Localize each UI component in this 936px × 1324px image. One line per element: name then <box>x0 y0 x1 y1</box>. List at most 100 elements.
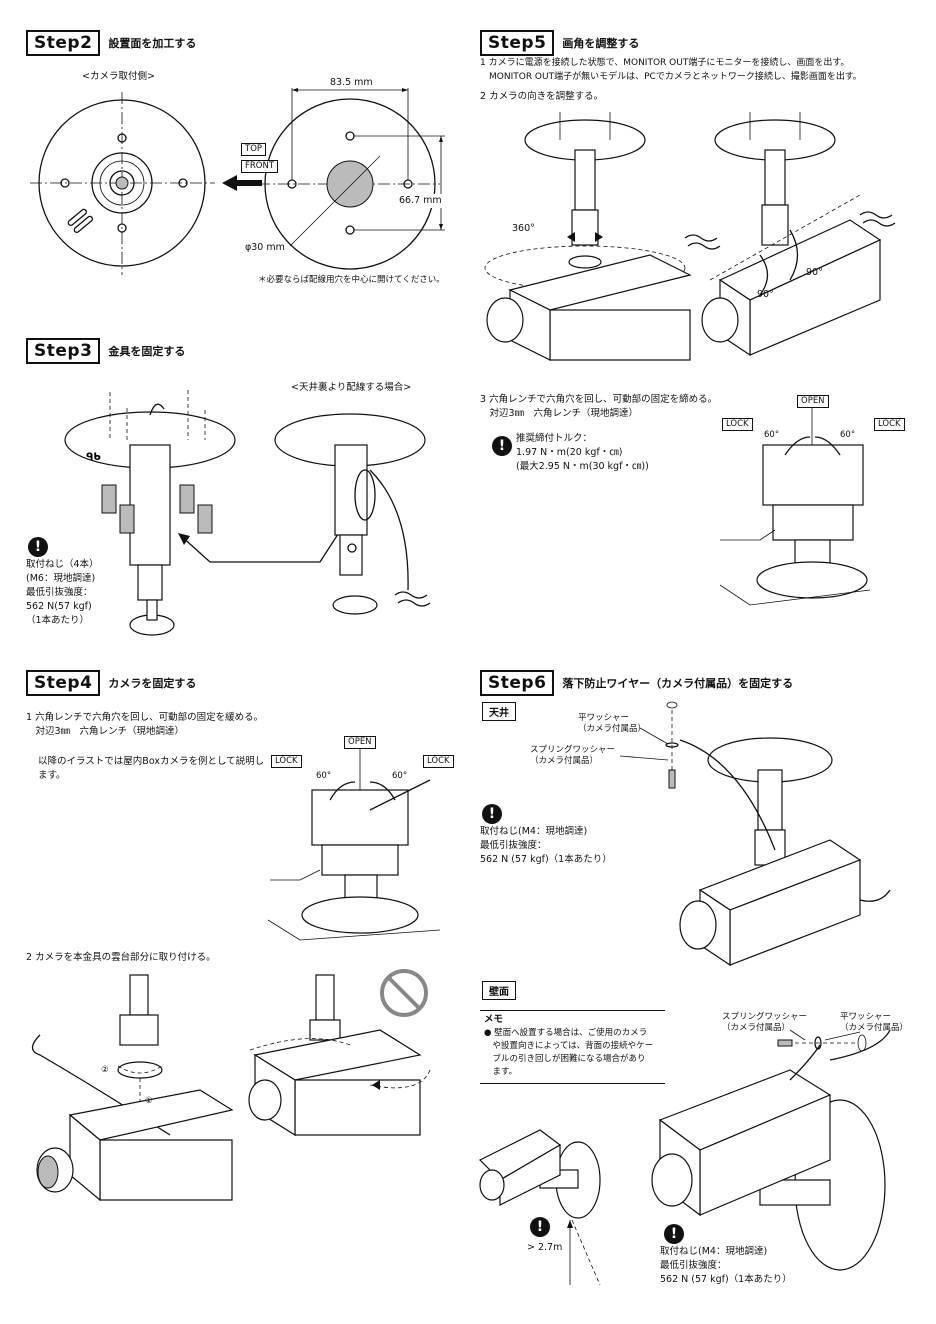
memo-line: ます。 <box>484 1067 518 1077</box>
dim-width: 83.5 mm <box>330 77 373 88</box>
wall-subhead: 壁面 <box>482 981 516 1000</box>
step5-item1: 1 カメラに電源を接続した状態で、MONITOR OUT端子にモニターを接続し、… <box>480 56 862 84</box>
ceiling-case-label: <天井裏より配線する場合> <box>291 382 412 393</box>
height-warning-icon: ! <box>530 1217 550 1237</box>
warning-line: 562 N (57 kgf)（1本あたり） <box>660 1274 792 1285</box>
front-label: FRONT <box>241 160 279 173</box>
instruction-line: 1 六角レンチで六角穴を回し、可動部の固定を緩める。 <box>26 712 264 723</box>
wall-warning-icon: ! <box>664 1224 684 1244</box>
warning-icon: ! <box>28 537 48 557</box>
mark-2: ② <box>101 1065 109 1075</box>
step3-warning: 取付ねじ（4本） (M6：現地調達) 最低引抜強度： 562 N(57 kgf)… <box>26 558 99 628</box>
memo-line: ● 壁面へ設置する場合は、ご使用のカメラ <box>484 1028 648 1038</box>
angle-90a: 90° <box>806 267 823 278</box>
step3-badge: Step3 <box>26 338 101 364</box>
flat-washer-label: 平ワッシャー （カメラ付属品） <box>578 713 646 735</box>
warning-line: 最低引抜強度： <box>26 587 93 598</box>
note-line: ます。 <box>38 770 66 781</box>
memo-box: メモ ● 壁面へ設置する場合は、ご使用のカメラ や設置向きによっては、背面の接続… <box>480 1010 665 1084</box>
label-line: 平ワッシャー <box>840 1012 892 1022</box>
memo-line: や設置向きによっては、背面の接続やケー <box>484 1041 654 1051</box>
step4-angle-right: 60° <box>392 771 408 781</box>
mark-1: ① <box>145 1096 153 1106</box>
step5-lock-right: LOCK <box>874 418 905 431</box>
step2-badge: Step2 <box>26 30 101 56</box>
label-line: スプリングワッシャー <box>530 745 616 755</box>
step5-header: Step5 画角を調整する <box>480 30 639 56</box>
ceiling-warning-icon: ! <box>482 804 502 824</box>
instruction-line: 対辺3㎜ 六角レンチ（現地調達） <box>26 726 185 737</box>
note-line: 以降のイラストでは屋内Boxカメラを例として説明し <box>38 756 265 767</box>
step4-lock-left: LOCK <box>271 755 302 768</box>
step5-item2: 2 カメラの向きを調整する。 <box>480 91 604 102</box>
torque-line: 推奨締付トルク： <box>516 433 593 444</box>
instruction-line: 対辺3㎜ 六角レンチ（現地調達） <box>480 408 639 419</box>
warning-line: （1本あたり） <box>26 615 90 626</box>
top-label: TOP <box>241 143 267 156</box>
step6-header: Step6 落下防止ワイヤー（カメラ付属品）を固定する <box>480 670 793 696</box>
step2-title: 設置面を加工する <box>108 37 197 50</box>
warning-line: 最低引抜強度： <box>480 840 547 851</box>
step2-note: ＊必要ならば配線用穴を中心に開けてください。 <box>258 275 445 285</box>
wall-flat-washer-label: 平ワッシャー （カメラ付属品） <box>840 1012 908 1034</box>
step6-title: 落下防止ワイヤー（カメラ付属品）を固定する <box>562 677 794 690</box>
torque-spec: 推奨締付トルク： 1.97 N・m(20 kgf・㎝) (最大2.95 N・m(… <box>516 432 649 474</box>
instruction-line: 3 六角レンチで六角穴を回し、可動部の固定を締める。 <box>480 394 718 405</box>
step4-item2: 2 カメラを本金具の雲台部分に取り付ける。 <box>26 952 216 963</box>
dim-hole: φ30 mm <box>245 242 285 253</box>
step4-item1: 1 六角レンチで六角穴を回し、可動部の固定を緩める。 対辺3㎜ 六角レンチ（現地… <box>26 711 263 739</box>
instruction-line: MONITOR OUT端子が無いモデルは、PCでカメラとネットワーク接続し、撮影… <box>480 72 862 82</box>
wall-spring-washer-label: スプリングワッシャー （カメラ付属品） <box>722 1012 807 1034</box>
instruction-line: 1 カメラに電源を接続した状態で、MONITOR OUT端子にモニターを接続し、… <box>480 58 850 68</box>
step4-header: Step4 カメラを固定する <box>26 670 196 696</box>
step6-badge: Step6 <box>480 670 555 696</box>
warning-line: 562 N(57 kgf) <box>26 601 92 612</box>
step4-title: カメラを固定する <box>108 677 197 690</box>
label-line: （カメラ付属品） <box>578 724 647 734</box>
warning-line: 取付ねじ(M4：現地調達) <box>660 1246 768 1257</box>
warning-line: 562 N (57 kgf)（1本あたり） <box>480 854 612 865</box>
step5-lock-left: LOCK <box>722 418 753 431</box>
memo-text: ● 壁面へ設置する場合は、ご使用のカメラ や設置向きによっては、背面の接続やケー… <box>484 1027 653 1079</box>
step3-header: Step3 金具を固定する <box>26 338 185 364</box>
warning-line: (M6：現地調達) <box>26 573 96 584</box>
step5-title: 画角を調整する <box>562 37 640 50</box>
step4-badge: Step4 <box>26 670 101 696</box>
torque-line: 1.97 N・m(20 kgf・㎝) <box>516 447 623 458</box>
step5-badge: Step5 <box>480 30 555 56</box>
step5-item3: 3 六角レンチで六角穴を回し、可動部の固定を締める。 対辺3㎜ 六角レンチ（現地… <box>480 393 717 421</box>
step4-angle-left: 60° <box>316 771 332 781</box>
step5-open-label: OPEN <box>797 395 829 408</box>
warning-line: 取付ねじ(M4：現地調達) <box>480 826 588 837</box>
ceiling-warning: 取付ねじ(M4：現地調達) 最低引抜強度： 562 N (57 kgf)（1本あ… <box>480 825 612 867</box>
step5-angle-left: 60° <box>764 430 780 440</box>
step4-item1-note: 以降のイラストでは屋内Boxカメラを例として説明し ます。 <box>38 755 264 783</box>
spring-washer-label: スプリングワッシャー （カメラ付属品） <box>530 745 615 767</box>
angle-90b: 90° <box>757 289 774 300</box>
ceiling-subhead: 天井 <box>482 702 516 721</box>
memo-line: ブルの引き回しが困難になる場合があり <box>484 1054 646 1064</box>
step4-lock-right: LOCK <box>423 755 454 768</box>
label-line: 平ワッシャー <box>578 713 630 723</box>
label-line: （カメラ付属品） <box>840 1023 909 1033</box>
warning-line: 取付ねじ（4本） <box>26 559 99 570</box>
torque-warning-icon: ! <box>492 436 512 456</box>
dim-height: 66.7 mm <box>399 194 442 208</box>
label-line: （カメラ付属品） <box>722 1023 791 1033</box>
memo-title: メモ <box>484 1014 504 1025</box>
wall-warning: 取付ねじ(M4：現地調達) 最低引抜強度： 562 N (57 kgf)（1本あ… <box>660 1245 792 1287</box>
label-line: （カメラ付属品） <box>530 756 599 766</box>
step5-angle-right: 60° <box>840 430 856 440</box>
angle-360: 360° <box>512 223 535 234</box>
camera-side-label: <カメラ取付側> <box>82 71 155 82</box>
warning-line: 最低引抜強度： <box>660 1260 727 1271</box>
height-label: > 2.7m <box>527 1242 563 1253</box>
